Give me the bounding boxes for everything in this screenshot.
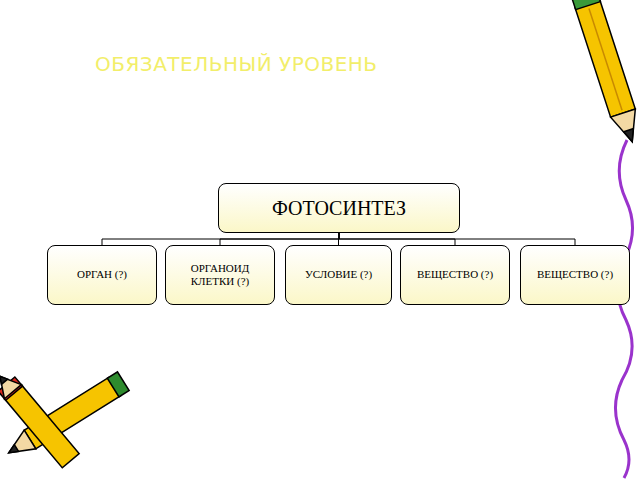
slide-title: ОБЯЗАТЕЛЬНЫЙ УРОВЕНЬ — [95, 52, 495, 76]
child-box: УСЛОВИЕ (?) — [285, 245, 392, 305]
child-box: ВЕЩЕСТВО (?) — [520, 245, 630, 305]
tree-connector — [220, 233, 339, 245]
tree-connector — [102, 233, 339, 245]
child-box: ВЕЩЕСТВО (?) — [400, 245, 510, 305]
child-box: ОРГАНОИД КЛЕТКИ (?) — [165, 245, 275, 305]
child-box: ОРГАН (?) — [47, 245, 157, 305]
box-label: ВЕЩЕСТВО (?) — [417, 268, 493, 281]
box-label: ВЕЩЕСТВО (?) — [537, 268, 613, 281]
box-label: УСЛОВИЕ (?) — [305, 268, 372, 281]
box-label: ОРГАН (?) — [77, 268, 127, 281]
box-label: ОРГАНОИД КЛЕТКИ (?) — [172, 262, 268, 288]
box-label: ФОТОСИНТЕЗ — [272, 196, 406, 220]
root-box: ФОТОСИНТЕЗ — [218, 183, 460, 233]
tree-connector — [339, 233, 575, 245]
